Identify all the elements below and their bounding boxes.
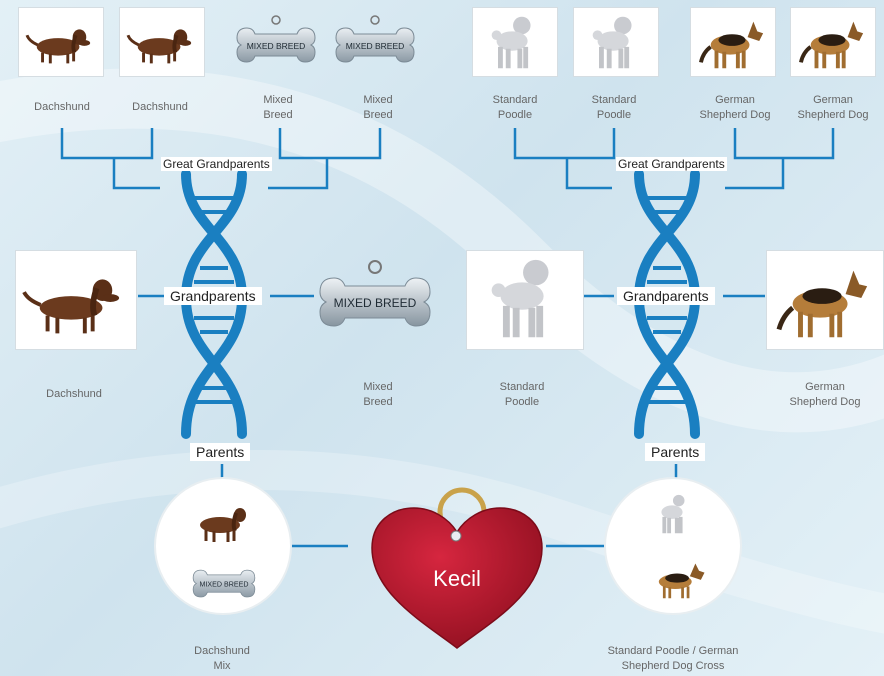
- generation-label-great-grandparents: Great Grandparents: [161, 157, 272, 171]
- great-grandparent-photo-dachshund: [119, 7, 205, 77]
- parent-circle-left: MIXED BREED: [156, 479, 290, 613]
- generation-label-grandparents: Grandparents: [617, 287, 715, 305]
- great-grandparent-label: Mixed Breed: [363, 94, 393, 121]
- bone-tag-text: MIXED BREED: [334, 296, 417, 310]
- great-grandparent-mixed-breed-tag: MIXED BREED: [233, 14, 319, 72]
- great-grandparent-label: Standard Poodle: [591, 94, 637, 121]
- grandparent-photo-poodle: [466, 250, 584, 350]
- grandparent-label: Standard Poodle: [499, 381, 545, 408]
- dachshund-image: [126, 29, 192, 64]
- german-shepherd-image: [699, 21, 764, 69]
- great-grandparent-label: Dachshund: [132, 101, 188, 113]
- generation-label-grandparents: Grandparents: [164, 287, 262, 305]
- parent-circle-right: [606, 479, 740, 613]
- great-grandparent-label: Standard Poodle: [492, 94, 538, 121]
- german-shepherd-image: [776, 270, 868, 338]
- great-grandparent-mixed-breed-tag: MIXED BREED: [332, 14, 418, 72]
- grandparent-photo-german-shepherd: [766, 250, 884, 350]
- generation-label-parents: Parents: [645, 443, 706, 461]
- dachshund-image: [200, 508, 246, 542]
- great-grandparent-label: Mixed Breed: [263, 94, 293, 121]
- grandparent-label: Dachshund: [46, 388, 102, 400]
- grandparent-label: German Shepherd Dog: [789, 381, 861, 408]
- great-grandparent-photo-german-shepherd: [790, 7, 876, 77]
- great-grandparent-label: Dachshund: [34, 101, 90, 113]
- parent-label-right: Standard Poodle / German Shepherd Dog Cr…: [607, 645, 739, 672]
- great-grandparent-label: German Shepherd Dog: [699, 94, 771, 121]
- german-shepherd-image: [658, 563, 705, 599]
- dachshund-image: [22, 279, 120, 334]
- german-shepherd-image: [799, 21, 864, 69]
- great-grandparent-photo-poodle: [573, 7, 659, 77]
- dachshund-image: [25, 29, 91, 64]
- great-grandparent-photo-german-shepherd: [690, 7, 776, 77]
- heart-tag: Kecil: [371, 487, 543, 649]
- generation-label-parents: Parents: [190, 443, 251, 461]
- grandparent-mixed-breed-tag: MIXED BREED: [314, 258, 436, 342]
- poodle-image: [491, 16, 531, 69]
- poodle-image: [491, 259, 549, 338]
- bone-tag-text: MIXED BREED: [247, 41, 306, 51]
- poodle-image: [661, 494, 685, 534]
- great-grandparent-photo-poodle: [472, 7, 558, 77]
- grandparent-photo-dachshund: [15, 250, 137, 350]
- bone-tag-text: MIXED BREED: [346, 41, 405, 51]
- poodle-image: [592, 16, 632, 69]
- great-grandparent-label: German Shepherd Dog: [797, 94, 869, 121]
- mixed-breed-tag: MIXED BREED: [192, 569, 256, 598]
- great-grandparent-photo-dachshund: [18, 7, 104, 77]
- bone-tag-text: MIXED BREED: [200, 581, 249, 589]
- grandparent-label: Mixed Breed: [363, 381, 393, 408]
- dog-name: Kecil: [433, 566, 481, 591]
- generation-label-great-grandparents: Great Grandparents: [616, 157, 727, 171]
- parent-label-left: Dachshund Mix: [194, 645, 250, 672]
